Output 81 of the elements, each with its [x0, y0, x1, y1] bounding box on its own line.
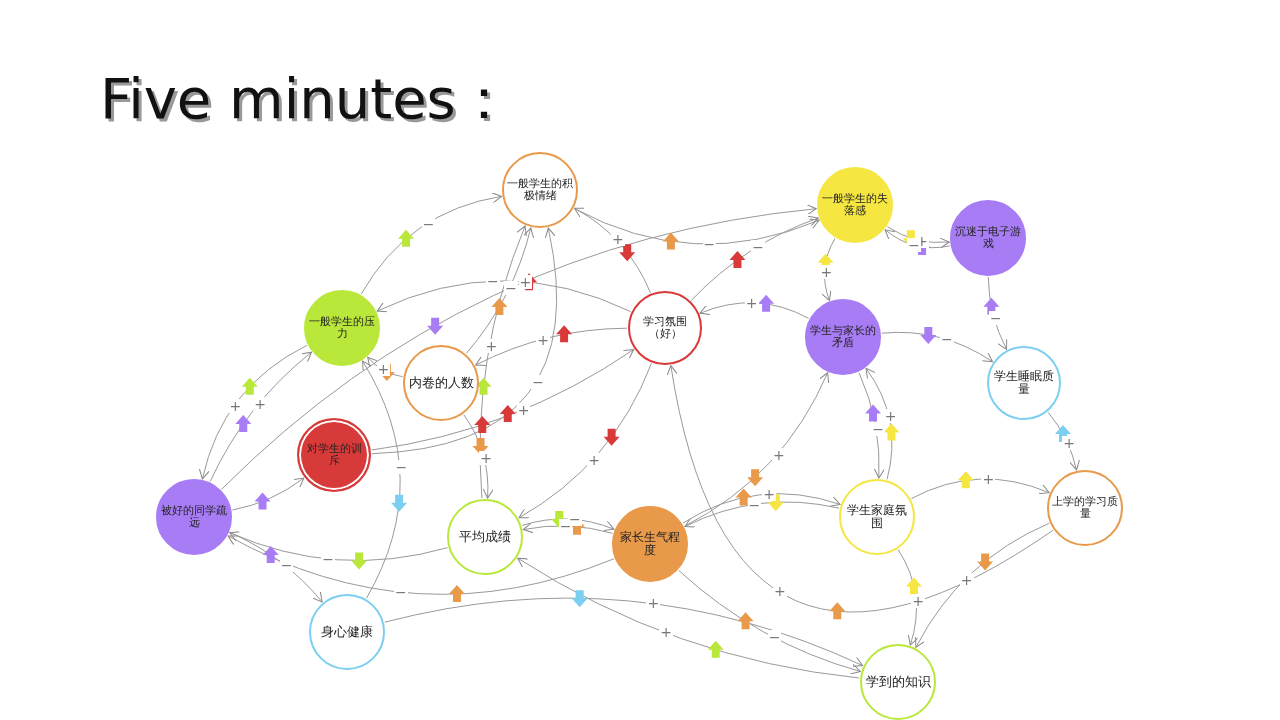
polarity-sign: +: [587, 453, 601, 468]
arrow: [384, 597, 864, 667]
arrow: [367, 356, 403, 378]
arrow: [229, 532, 323, 603]
polarity-sign: −: [394, 460, 409, 475]
polarity-sign: +: [228, 399, 243, 414]
variable-circle: 学习氛围（好）: [628, 291, 702, 365]
variable-circle: 一般学生的压力: [304, 290, 380, 366]
variable-circle: 身心健康: [309, 594, 385, 670]
polarity-sign: +: [253, 397, 267, 412]
polarity-sign: +: [518, 275, 533, 290]
polarity-sign: −: [871, 422, 885, 437]
arrow: [678, 569, 861, 675]
arrow: [463, 414, 494, 499]
polarity-sign: +: [646, 596, 661, 611]
arrow: [227, 535, 615, 595]
variable-circle: 一般学生的积极情绪: [502, 152, 578, 228]
polarity-sign: +: [1062, 435, 1077, 450]
variable-circle: 沉迷于电子游戏: [950, 200, 1026, 276]
polarity-sign: +: [911, 593, 925, 608]
arrow: [199, 344, 308, 480]
arrow: [517, 557, 860, 679]
arrow: [465, 227, 534, 354]
arrow: [371, 227, 558, 455]
arrow: [881, 331, 993, 363]
arrow: [229, 530, 448, 561]
arrow: [360, 192, 502, 295]
arrow: [690, 215, 819, 301]
variable-circle: 对学生的训斥: [297, 418, 371, 492]
polarity-sign: +: [659, 625, 673, 640]
arrow: [858, 372, 885, 479]
arrow: [910, 478, 1050, 500]
title: Five minutes：: [100, 65, 512, 133]
variable-circle: 学生与家长的矛盾: [805, 299, 881, 375]
variable-circle: 学到的知识: [860, 644, 936, 720]
polarity-sign: −: [767, 629, 782, 644]
arrow: [987, 276, 1008, 350]
variable-circle: 上学的学习质量: [1047, 470, 1123, 546]
polarity-sign: −: [504, 281, 518, 296]
arrow: [209, 351, 312, 482]
polarity-sign: +: [611, 232, 625, 247]
variable-circle: 被好的同学疏远: [156, 479, 232, 555]
arrow: [371, 349, 635, 451]
variable-circle: 家长生气程度: [612, 506, 688, 582]
polarity-sign: +: [376, 362, 391, 377]
polarity-sign: −: [279, 558, 294, 573]
polarity-sign: +: [959, 572, 974, 587]
arrow: [667, 365, 1054, 612]
arrow: [865, 367, 893, 480]
arrow: [522, 522, 613, 534]
arrow: [915, 522, 1050, 648]
arrow: [362, 360, 401, 599]
polarity-sign: +: [479, 451, 494, 466]
arrow: [475, 327, 628, 367]
arrow: [699, 302, 810, 319]
variable-circle: 平均成绩: [447, 499, 523, 575]
arrow: [897, 549, 919, 646]
polarity-sign: +: [773, 584, 787, 599]
polarity-sign: +: [484, 338, 499, 353]
polarity-sign: +: [883, 408, 898, 423]
arrow: [573, 207, 651, 294]
polarity-sign: +: [771, 447, 786, 462]
arrow: [821, 238, 836, 301]
variable-circle: 内卷的人数: [403, 345, 479, 421]
arrow: [682, 493, 841, 524]
polarity-sign: +: [819, 264, 834, 279]
arrow: [684, 372, 829, 527]
arrow: [479, 225, 527, 499]
arrow: [684, 501, 840, 528]
arrow: [221, 204, 817, 490]
arrow: [521, 518, 615, 532]
arrow: [231, 477, 305, 511]
variable-circle: 一般学生的失落感: [817, 167, 893, 243]
polarity-sign: +: [516, 403, 531, 418]
arrow: [518, 363, 652, 519]
polarity-sign: +: [762, 487, 776, 502]
polarity-sign: −: [421, 216, 436, 231]
variable-circle: 学生睡眠质量: [987, 346, 1061, 420]
variable-circle: 学生家庭氛围: [839, 479, 915, 555]
arrow: [376, 280, 632, 313]
polarity-sign: −: [531, 374, 545, 389]
